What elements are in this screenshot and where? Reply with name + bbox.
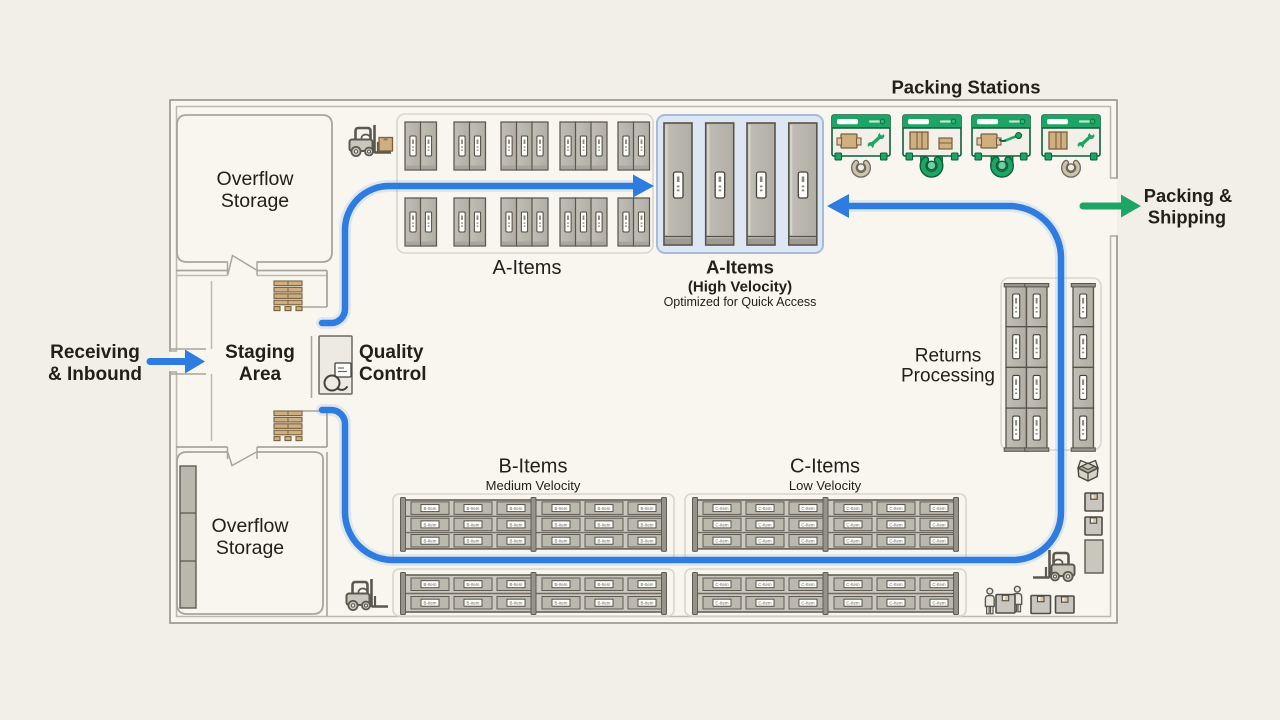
svg-text:C-Item: C-Item bbox=[846, 506, 860, 511]
svg-text:C-Item: C-Item bbox=[801, 601, 815, 606]
svg-text:C-Item: C-Item bbox=[758, 506, 772, 511]
svg-text:Overflow: Overflow bbox=[217, 168, 295, 190]
svg-text:Medium Velocity: Medium Velocity bbox=[486, 478, 581, 493]
svg-text:A-Items: A-Items bbox=[706, 257, 774, 278]
svg-text:B-Item: B-Item bbox=[510, 539, 523, 544]
svg-text:B-Item: B-Item bbox=[510, 582, 523, 587]
svg-text:B-Item: B-Item bbox=[424, 506, 437, 511]
svg-text:C-Item: C-Item bbox=[932, 582, 946, 587]
svg-text:C-Item: C-Item bbox=[801, 522, 815, 527]
svg-text:C-Item: C-Item bbox=[932, 601, 946, 606]
svg-text:B-Item: B-Item bbox=[598, 582, 611, 587]
svg-text:B-Item: B-Item bbox=[641, 506, 654, 511]
svg-text:Processing: Processing bbox=[901, 366, 995, 387]
svg-text:C-Item: C-Item bbox=[801, 506, 815, 511]
svg-text:Optimized for Quick Access: Optimized for Quick Access bbox=[664, 295, 817, 309]
svg-text:A-Items: A-Items bbox=[493, 257, 562, 279]
svg-text:B-Item: B-Item bbox=[467, 582, 480, 587]
svg-text:Control: Control bbox=[359, 364, 427, 385]
svg-text:B-Item: B-Item bbox=[510, 506, 523, 511]
svg-text:& Inbound: & Inbound bbox=[48, 364, 142, 385]
svg-text:B-Item: B-Item bbox=[555, 539, 568, 544]
svg-text:C-Item: C-Item bbox=[758, 539, 772, 544]
svg-text:B-Item: B-Item bbox=[467, 601, 480, 606]
svg-text:Packing Stations: Packing Stations bbox=[891, 77, 1040, 98]
svg-text:B-Item: B-Item bbox=[467, 506, 480, 511]
svg-text:C-Item: C-Item bbox=[715, 539, 729, 544]
svg-text:B-Item: B-Item bbox=[467, 522, 480, 527]
svg-text:B-Item: B-Item bbox=[467, 539, 480, 544]
svg-text:Staging: Staging bbox=[225, 342, 295, 363]
svg-text:B-Item: B-Item bbox=[510, 522, 523, 527]
svg-text:C-Item: C-Item bbox=[889, 506, 903, 511]
svg-text:B-Item: B-Item bbox=[641, 582, 654, 587]
svg-text:(High Velocity): (High Velocity) bbox=[688, 279, 792, 296]
svg-text:Area: Area bbox=[239, 364, 282, 385]
svg-text:C-Item: C-Item bbox=[715, 522, 729, 527]
svg-text:C-Item: C-Item bbox=[715, 506, 729, 511]
svg-text:Packing &: Packing & bbox=[1144, 185, 1232, 206]
svg-text:Storage: Storage bbox=[216, 537, 284, 559]
svg-text:B-Item: B-Item bbox=[510, 601, 523, 606]
svg-text:C-Item: C-Item bbox=[758, 522, 772, 527]
svg-text:Storage: Storage bbox=[221, 190, 289, 212]
svg-text:Returns: Returns bbox=[915, 346, 982, 367]
svg-text:Overflow: Overflow bbox=[212, 515, 290, 537]
svg-text:B-Item: B-Item bbox=[424, 522, 437, 527]
svg-text:B-Item: B-Item bbox=[424, 582, 437, 587]
svg-text:B-Item: B-Item bbox=[641, 522, 654, 527]
svg-text:B-Item: B-Item bbox=[555, 506, 568, 511]
svg-text:B-Item: B-Item bbox=[598, 506, 611, 511]
svg-text:B-Item: B-Item bbox=[555, 522, 568, 527]
svg-text:C-Item: C-Item bbox=[932, 506, 946, 511]
svg-text:C-Item: C-Item bbox=[846, 582, 860, 587]
svg-text:C-Item: C-Item bbox=[758, 601, 772, 606]
svg-text:B-Items: B-Items bbox=[499, 456, 568, 478]
svg-text:C-Item: C-Item bbox=[758, 582, 772, 587]
svg-text:C-Item: C-Item bbox=[846, 601, 860, 606]
svg-text:Receiving: Receiving bbox=[50, 342, 140, 363]
svg-text:C-Item: C-Item bbox=[932, 522, 946, 527]
svg-text:Shipping: Shipping bbox=[1148, 207, 1226, 228]
svg-text:Low Velocity: Low Velocity bbox=[789, 478, 862, 493]
svg-text:C-Item: C-Item bbox=[889, 601, 903, 606]
svg-text:C-Item: C-Item bbox=[801, 539, 815, 544]
svg-text:C-Item: C-Item bbox=[846, 539, 860, 544]
svg-text:B-Item: B-Item bbox=[598, 522, 611, 527]
svg-text:B-Item: B-Item bbox=[555, 582, 568, 587]
svg-text:C-Item: C-Item bbox=[715, 582, 729, 587]
svg-text:B-Item: B-Item bbox=[598, 601, 611, 606]
svg-text:C-Item: C-Item bbox=[846, 522, 860, 527]
svg-text:Quality: Quality bbox=[359, 342, 424, 363]
svg-text:C-Item: C-Item bbox=[801, 582, 815, 587]
svg-text:B-Item: B-Item bbox=[598, 539, 611, 544]
svg-text:C-Items: C-Items bbox=[790, 456, 860, 478]
svg-text:C-Item: C-Item bbox=[715, 601, 729, 606]
svg-text:C-Item: C-Item bbox=[932, 539, 946, 544]
svg-text:B-Item: B-Item bbox=[424, 539, 437, 544]
svg-text:B-Item: B-Item bbox=[641, 539, 654, 544]
svg-text:B-Item: B-Item bbox=[424, 601, 437, 606]
svg-text:C-Item: C-Item bbox=[889, 522, 903, 527]
svg-text:B-Item: B-Item bbox=[555, 601, 568, 606]
svg-text:C-Item: C-Item bbox=[889, 539, 903, 544]
svg-text:B-Item: B-Item bbox=[641, 601, 654, 606]
svg-text:C-Item: C-Item bbox=[889, 582, 903, 587]
